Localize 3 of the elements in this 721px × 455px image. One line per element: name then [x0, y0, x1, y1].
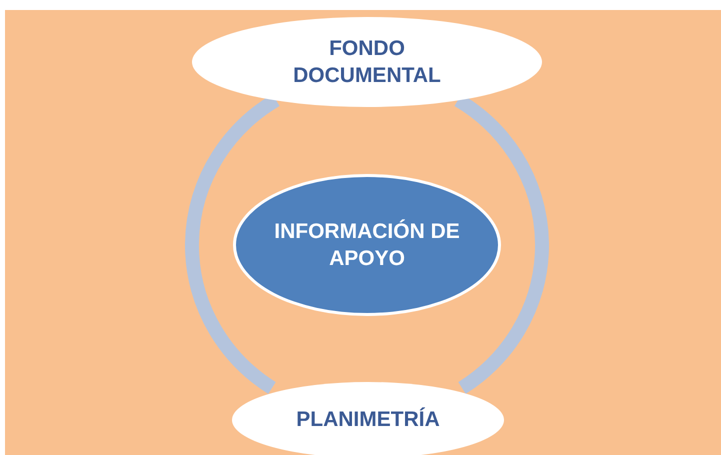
node-label: INFORMACIÓN DE APOYO — [273, 218, 461, 272]
node-label: FONDO DOCUMENTAL — [292, 36, 442, 89]
node-label: PLANIMETRÍA — [296, 406, 440, 434]
